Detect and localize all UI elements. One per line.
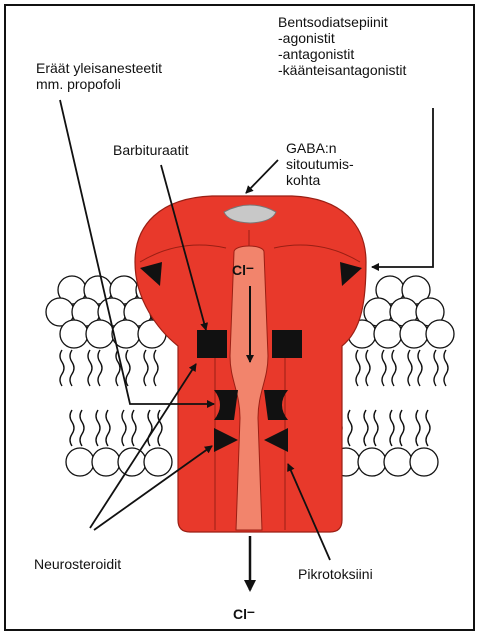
benzodiazepine-title: Bentsodiatsepiinit	[278, 14, 406, 30]
chloride-ion-top: Cl–	[232, 262, 254, 278]
picrotoxin-label: Pikrotoksiini	[298, 566, 373, 582]
gaba-site-line-2: sitoutumis-	[286, 156, 354, 172]
gaba-site-label: GABA:n sitoutumis- kohta	[286, 140, 354, 188]
benzodiazepine-pointer	[372, 108, 433, 267]
barbiturates-label: Barbituraatit	[113, 142, 188, 158]
benzodiazepine-inverse-agonists: -käänteisantagonistit	[278, 62, 406, 78]
chloride-top-symbol: Cl	[232, 262, 246, 278]
chloride-bottom-symbol: Cl	[233, 606, 247, 622]
anesthetics-line-2: mm. propofoli	[36, 76, 162, 92]
anesthetics-line-1: Eräät yleisanesteetit	[36, 60, 162, 76]
benzodiazepine-label: Bentsodiatsepiinit -agonistit -antagonis…	[278, 14, 406, 78]
gaba-site-line-3: kohta	[286, 172, 354, 188]
benzodiazepine-antagonists: -antagonistit	[278, 46, 406, 62]
anesthetics-label: Eräät yleisanesteetit mm. propofoli	[36, 60, 162, 92]
chloride-ion-bottom: Cl–	[233, 606, 255, 622]
gaba-site-line-1: GABA:n	[286, 140, 354, 156]
barbiturate-site-left	[197, 330, 227, 358]
chloride-bottom-charge: –	[247, 603, 255, 619]
chloride-top-charge: –	[246, 259, 254, 275]
neurosteroids-label: Neurosteroidit	[34, 556, 121, 572]
barbiturate-site-right	[272, 330, 302, 358]
benzodiazepine-agonists: -agonistit	[278, 30, 406, 46]
gaba-site-pointer	[246, 160, 278, 193]
